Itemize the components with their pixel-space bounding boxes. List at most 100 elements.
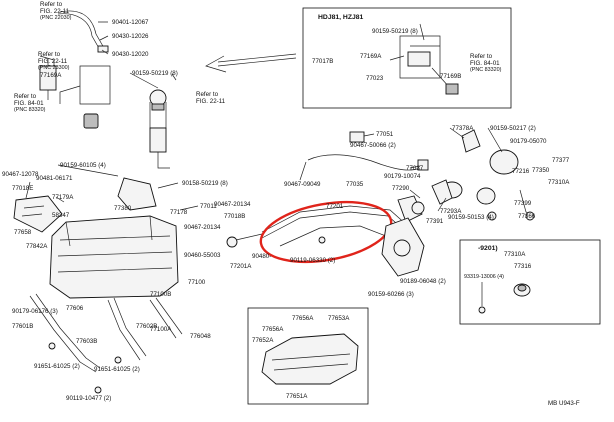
part-label: 77602B	[136, 323, 157, 330]
part-label: 90480-	[252, 253, 271, 260]
inset-label: 90159-50219 (8)	[372, 28, 418, 35]
reference-arrow	[205, 53, 297, 73]
part-label: 77378A	[452, 125, 474, 132]
filler-neck	[381, 189, 425, 277]
part-label: 90481-06171	[36, 175, 73, 182]
fuel-sender-assembly	[39, 10, 177, 169]
part-label: 91651-61025 (2)	[34, 363, 80, 370]
filler-pipe	[226, 205, 409, 248]
part-label: 90189-06048 (2)	[400, 278, 446, 285]
part-label: 90430-12026	[112, 33, 149, 40]
inset-label: 77656A	[292, 315, 314, 322]
inset-title: -9201)	[478, 245, 498, 252]
part-label: 776048	[190, 333, 211, 340]
ref-line: Refer to	[196, 91, 219, 98]
part-label: 77018B	[224, 213, 245, 220]
part-label: 77169A	[40, 72, 62, 79]
inset-9201: -9201) 77310A 93319-13006 (4) 77316	[459, 239, 601, 325]
inset-label: 77169B	[440, 73, 461, 80]
part-label: 90179-05070	[510, 138, 547, 145]
part-label: 77350	[532, 167, 550, 174]
ref-line: FIG. 22-11	[196, 98, 226, 105]
inset-label: 77316	[514, 263, 532, 270]
part-label: 77380	[114, 205, 132, 212]
part-label: 90401-12067	[112, 19, 149, 26]
fuel-lid-parts	[411, 129, 535, 221]
ref-line: Refer to	[38, 51, 61, 58]
ref-line: Refer to	[40, 1, 63, 8]
part-label: 77603B	[76, 338, 97, 345]
part-label: 77606	[66, 305, 84, 312]
ref-line: FIG. 84-01	[470, 60, 500, 67]
ref-line: FIG. 22-11	[38, 58, 68, 65]
figure-references: Refer to FIG. 22-11 (PNC 22030) Refer to…	[14, 1, 502, 113]
part-label: 77399	[514, 200, 532, 207]
part-label: 77310A	[548, 179, 570, 186]
part-label: 77011	[200, 203, 217, 210]
ref-line: (PNC 83320)	[470, 67, 502, 73]
part-label: 77842A	[26, 243, 48, 250]
leader-lines	[25, 21, 503, 212]
part-label: 90158-50219 (8)	[182, 180, 228, 187]
part-label: 90159-50219 (8)	[132, 70, 178, 77]
part-label: 90467-20134	[184, 224, 221, 231]
inset-label: 77656A	[262, 326, 284, 333]
inset-tank-skid: 77656A 77653A 77656A 77652A 77651A	[247, 307, 369, 405]
part-label: 77293A	[440, 208, 462, 215]
highlight-ring	[259, 200, 393, 264]
ref-line: (PNC 83320)	[14, 107, 46, 113]
inset-label: 77017B	[312, 58, 333, 65]
part-label: 90467-12078	[2, 171, 39, 178]
part-label: 77100A	[150, 326, 172, 333]
part-label: 90119-10477 (2)	[66, 395, 111, 402]
breather-hose	[299, 131, 429, 181]
part-label: 77391	[426, 218, 444, 225]
inset-label: 93319-13006 (4)	[464, 274, 504, 280]
ref-line: (PNC 23300)	[38, 65, 70, 71]
part-label: 90430-12020	[112, 51, 149, 58]
ref-line: FIG. 84-01	[14, 100, 44, 107]
part-label: 90467-09049	[284, 181, 321, 188]
part-label: 90179-06176 (3)	[12, 308, 58, 315]
part-label: 91651-61025 (2)	[94, 366, 140, 373]
part-label: 77178	[170, 209, 188, 216]
part-label: 77018E	[12, 185, 33, 192]
inset-hdj81: HDJ81, HZJ81 90159-50219 (8) 77017B 7716…	[302, 7, 512, 109]
part-label: 90159-60105 (4)	[60, 162, 106, 169]
part-label: 77051	[376, 131, 394, 138]
part-label: 77100	[188, 279, 206, 286]
inset-label: 77310A	[504, 251, 526, 258]
tank-straps	[29, 293, 183, 394]
part-label: 90159-60266 (3)	[368, 291, 414, 298]
diagram-code: MB U943-F	[548, 400, 580, 407]
part-label: 90460-55003	[184, 252, 221, 259]
part-label: 90467-50066 (2)	[350, 142, 396, 149]
part-label: 77216	[512, 168, 530, 175]
part-label: 77035	[346, 181, 364, 188]
part-label: 77658	[14, 229, 32, 236]
part-label: 77201A	[230, 263, 252, 270]
fuel-tank	[13, 177, 179, 299]
inset-label: 77651A	[286, 393, 308, 400]
inset-label: 77652A	[252, 337, 274, 344]
part-label: 90467-20134	[214, 201, 251, 208]
part-label: 90159-50217 (2)	[490, 125, 536, 132]
inset-label: 77023	[366, 75, 384, 82]
part-label: 77377	[552, 157, 570, 164]
part-label: 77179A	[52, 194, 74, 201]
part-label: 77100B	[150, 291, 171, 298]
part-label: 77366	[518, 213, 536, 220]
part-label: 90119-06330 (2)	[290, 257, 335, 264]
part-label: 77290	[392, 185, 410, 192]
inset-title: HDJ81, HZJ81	[318, 14, 364, 21]
part-label: 77601B	[12, 323, 33, 330]
part-label: 77037	[406, 165, 424, 172]
part-label: 58347	[52, 212, 70, 219]
inset-label: 77169A	[360, 53, 382, 60]
ref-line: FIG. 22-11	[40, 8, 70, 15]
inset-label: 77653A	[328, 315, 350, 322]
ref-line: Refer to	[470, 53, 493, 60]
part-label: 77201	[326, 203, 344, 210]
part-number-labels: 90401-12067 90430-12026 90430-12020 9015…	[2, 19, 570, 402]
